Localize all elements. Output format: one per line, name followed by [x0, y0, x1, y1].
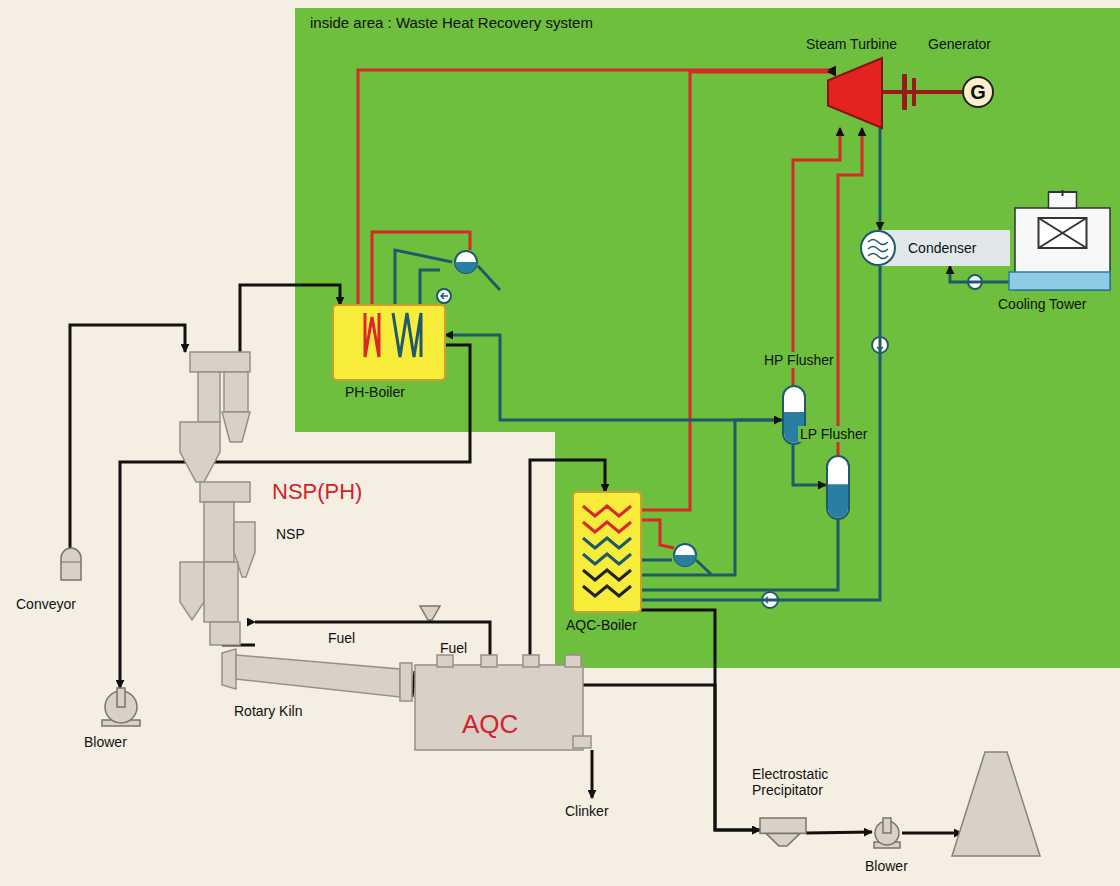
boiler-outline [333, 305, 445, 380]
node-label: Generator [928, 36, 991, 52]
node-label: Electrostatic Precipitator [752, 766, 852, 798]
precipitator-outline [760, 818, 806, 846]
system-region: inside area : Waste Heat Recovery system… [295, 8, 1120, 668]
rotary-kiln: Rotary Kiln [222, 645, 412, 697]
conveyor-outline [60, 548, 82, 580]
flash-tank-outline [826, 455, 850, 520]
annotation-label: Clinker [565, 803, 609, 819]
blower: Blower [872, 818, 902, 848]
node-label: NSP(PH) [272, 480, 362, 504]
node-label: LP Flusher [798, 426, 869, 442]
node-label: Cooling Tower [998, 296, 1086, 312]
condenser: Condenser [860, 230, 1010, 266]
node-label: HP Flusher [762, 352, 836, 368]
node-label: AQC-Boiler [566, 617, 637, 633]
blower-outline [100, 688, 142, 726]
annotation-label: Fuel [440, 640, 467, 656]
flow-line [70, 325, 185, 548]
node-label: Blower [84, 734, 127, 750]
flow-line [882, 90, 962, 94]
blower-outline [872, 818, 902, 848]
water-line [641, 559, 672, 562]
stack [952, 752, 1040, 856]
steam-drum [455, 251, 477, 273]
water-pipe [879, 128, 882, 230]
node-label: AQC [462, 710, 518, 738]
cooling-tower: Cooling Tower [1015, 188, 1110, 290]
fuel-hopper [420, 606, 440, 620]
steam-turbine-outline [828, 58, 882, 128]
rotary-kiln-outline [222, 645, 412, 697]
flash-tank: LP Flusher [826, 455, 850, 520]
node-label: Rotary Kiln [234, 703, 302, 719]
node-label: inside area : Waste Heat Recovery system [310, 14, 593, 31]
node-label: Conveyor [16, 596, 76, 612]
generator-symbol: GeneratorG [962, 76, 994, 108]
clinker-outlet [591, 750, 594, 798]
node-label: NSP [276, 526, 305, 542]
precipitator: Electrostatic Precipitator [760, 818, 806, 846]
flow-line [255, 622, 490, 655]
boiler: PH-Boiler [333, 305, 445, 380]
steam-turbine: Steam Turbine [828, 58, 882, 128]
node-label: PH-Boiler [345, 384, 405, 400]
node-label: G [970, 81, 986, 103]
preheater-tower: NSP(PH)NSP [180, 352, 255, 645]
conveyor: Conveyor [60, 548, 82, 580]
node-label: Condenser [908, 240, 977, 256]
pump-symbol [437, 289, 451, 303]
annotation-label: Fuel [328, 630, 355, 646]
blower: Blower [100, 688, 142, 726]
node-label: Steam Turbine [806, 36, 897, 52]
boiler: AQC-Boiler [573, 492, 641, 612]
preheater-tower-outline [180, 352, 255, 645]
boiler-outline [573, 492, 641, 612]
gas-line [902, 832, 962, 835]
clinker-cooler: AQC [415, 655, 583, 750]
cooling-tower-outline [1015, 188, 1110, 290]
flow-line [806, 832, 872, 833]
node-label: Blower [865, 858, 908, 874]
steam-drum [674, 544, 696, 566]
